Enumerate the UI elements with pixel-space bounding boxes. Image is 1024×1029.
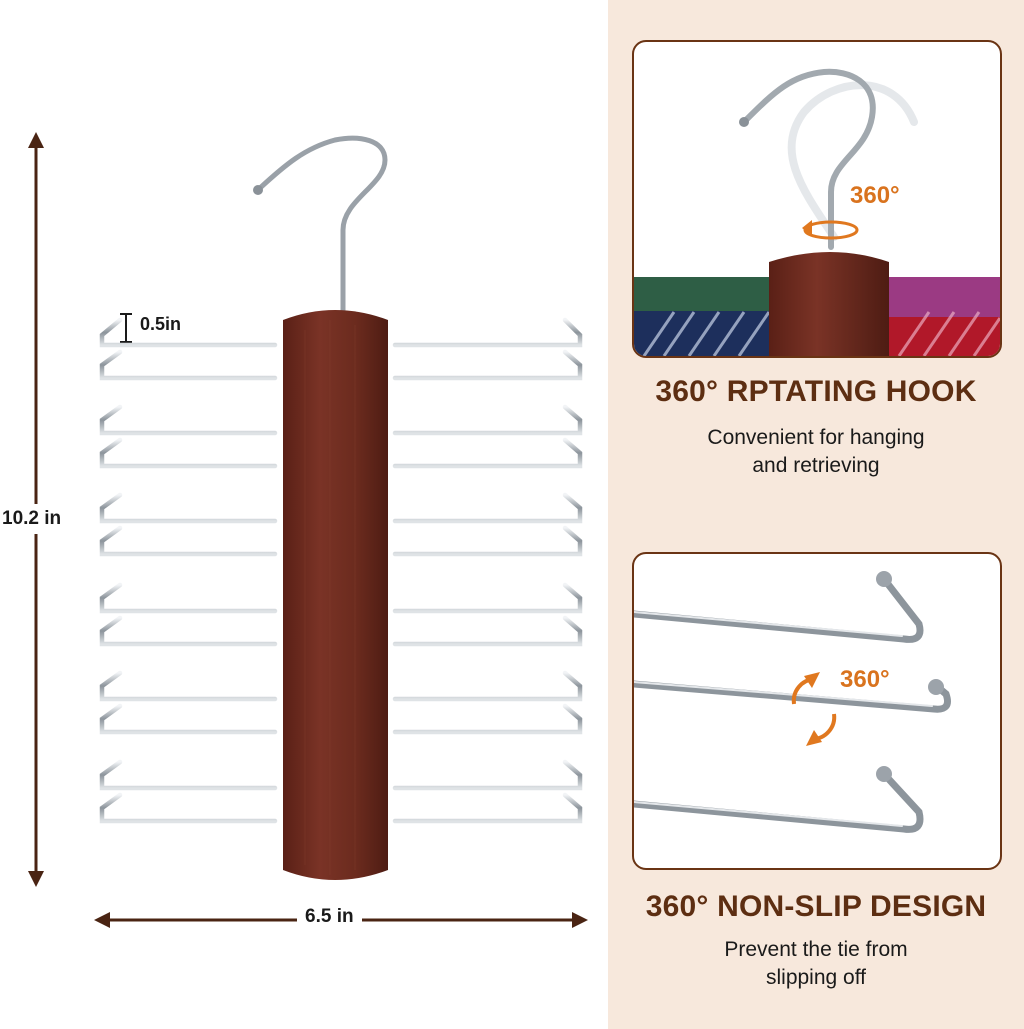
- hook-rotation-label: 360°: [850, 182, 900, 209]
- non-slip-rods-image: [634, 571, 951, 833]
- non-slip-description-line2: slipping off: [765, 966, 867, 989]
- spacing-label: 0.5in: [140, 314, 182, 334]
- rotating-hook-panel: 360°: [632, 40, 1002, 358]
- rotating-hook-image: [634, 68, 1000, 356]
- non-slip-description-line1: Prevent the tie from: [724, 938, 908, 961]
- rotating-hook-title: 360° RPTATING HOOK: [655, 375, 977, 408]
- spacing-marker: [120, 313, 132, 343]
- tie-hanger-image: [99, 135, 583, 880]
- width-label: 6.5 in: [297, 906, 362, 928]
- non-slip-title: 360° NON-SLIP DESIGN: [645, 890, 987, 923]
- non-slip-panel: 360°: [632, 552, 1002, 870]
- height-label: 10.2 in: [2, 504, 62, 534]
- rotating-hook-description-line2: and retrieving: [752, 454, 880, 477]
- rotating-hook-description-line1: Convenient for hanging: [707, 426, 925, 449]
- rod-rotation-label: 360°: [840, 666, 890, 693]
- product-dimension-area: 10.2 in 6.5 in 0.5in: [2, 132, 588, 928]
